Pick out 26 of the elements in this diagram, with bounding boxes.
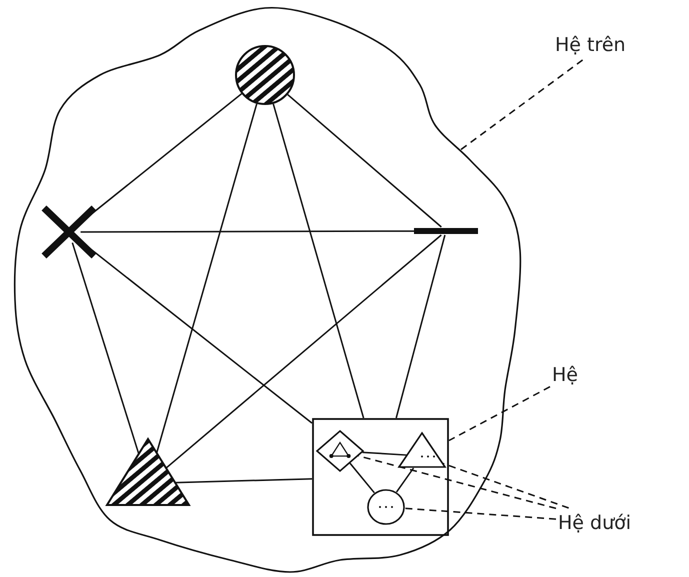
connector-line bbox=[156, 104, 258, 453]
system-label: Hệ bbox=[550, 360, 580, 390]
leader-line bbox=[460, 59, 584, 151]
connector-line bbox=[287, 94, 442, 228]
connector-line bbox=[272, 104, 364, 418]
system-label: Hệ trên bbox=[553, 30, 628, 60]
connector-line bbox=[176, 478, 312, 484]
connector-line bbox=[396, 468, 414, 492]
connector-line bbox=[72, 242, 140, 454]
circle-element bbox=[235, 45, 295, 105]
circle-element bbox=[367, 489, 405, 525]
connector-line bbox=[349, 462, 375, 494]
leader-line bbox=[358, 455, 556, 510]
leader-line bbox=[404, 508, 556, 520]
system-label: Hệ dưới bbox=[556, 508, 634, 538]
triangle-element bbox=[398, 432, 446, 468]
subsystem-frame bbox=[312, 418, 449, 536]
connector-line bbox=[395, 234, 446, 418]
leader-line bbox=[448, 386, 550, 442]
connector-line bbox=[362, 452, 407, 456]
triangle-element bbox=[106, 438, 190, 506]
cross-element bbox=[40, 204, 98, 260]
connector-line bbox=[80, 230, 414, 233]
diamond-element bbox=[316, 430, 364, 472]
bar-element bbox=[414, 227, 478, 235]
connector-line bbox=[166, 234, 442, 468]
